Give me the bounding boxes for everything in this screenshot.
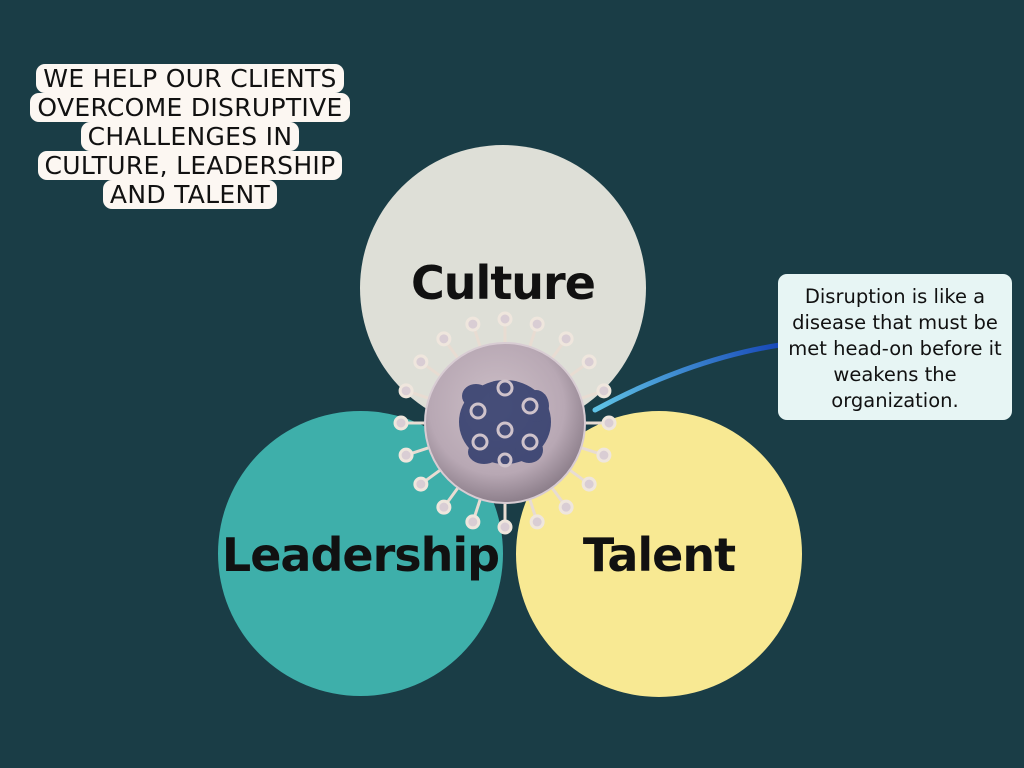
headline-line: WE HELP OUR CLIENTS (36, 64, 344, 93)
headline-line: CHALLENGES IN (80, 122, 300, 151)
leadership-label: Leadership (221, 527, 500, 582)
headline-line: OVERCOME DISRUPTIVE (30, 93, 350, 122)
talent-label: Talent (582, 528, 736, 582)
headline-line: CULTURE, LEADERSHIP (37, 151, 343, 180)
callout-note: Disruption is like a disease that must b… (778, 274, 1012, 420)
culture-label: Culture (411, 256, 596, 310)
leadership-circle: Leadership (218, 411, 503, 696)
virus-icon (393, 311, 617, 535)
headline: WE HELP OUR CLIENTS OVERCOME DISRUPTIVE … (10, 64, 370, 209)
headline-line: AND TALENT (102, 180, 278, 209)
